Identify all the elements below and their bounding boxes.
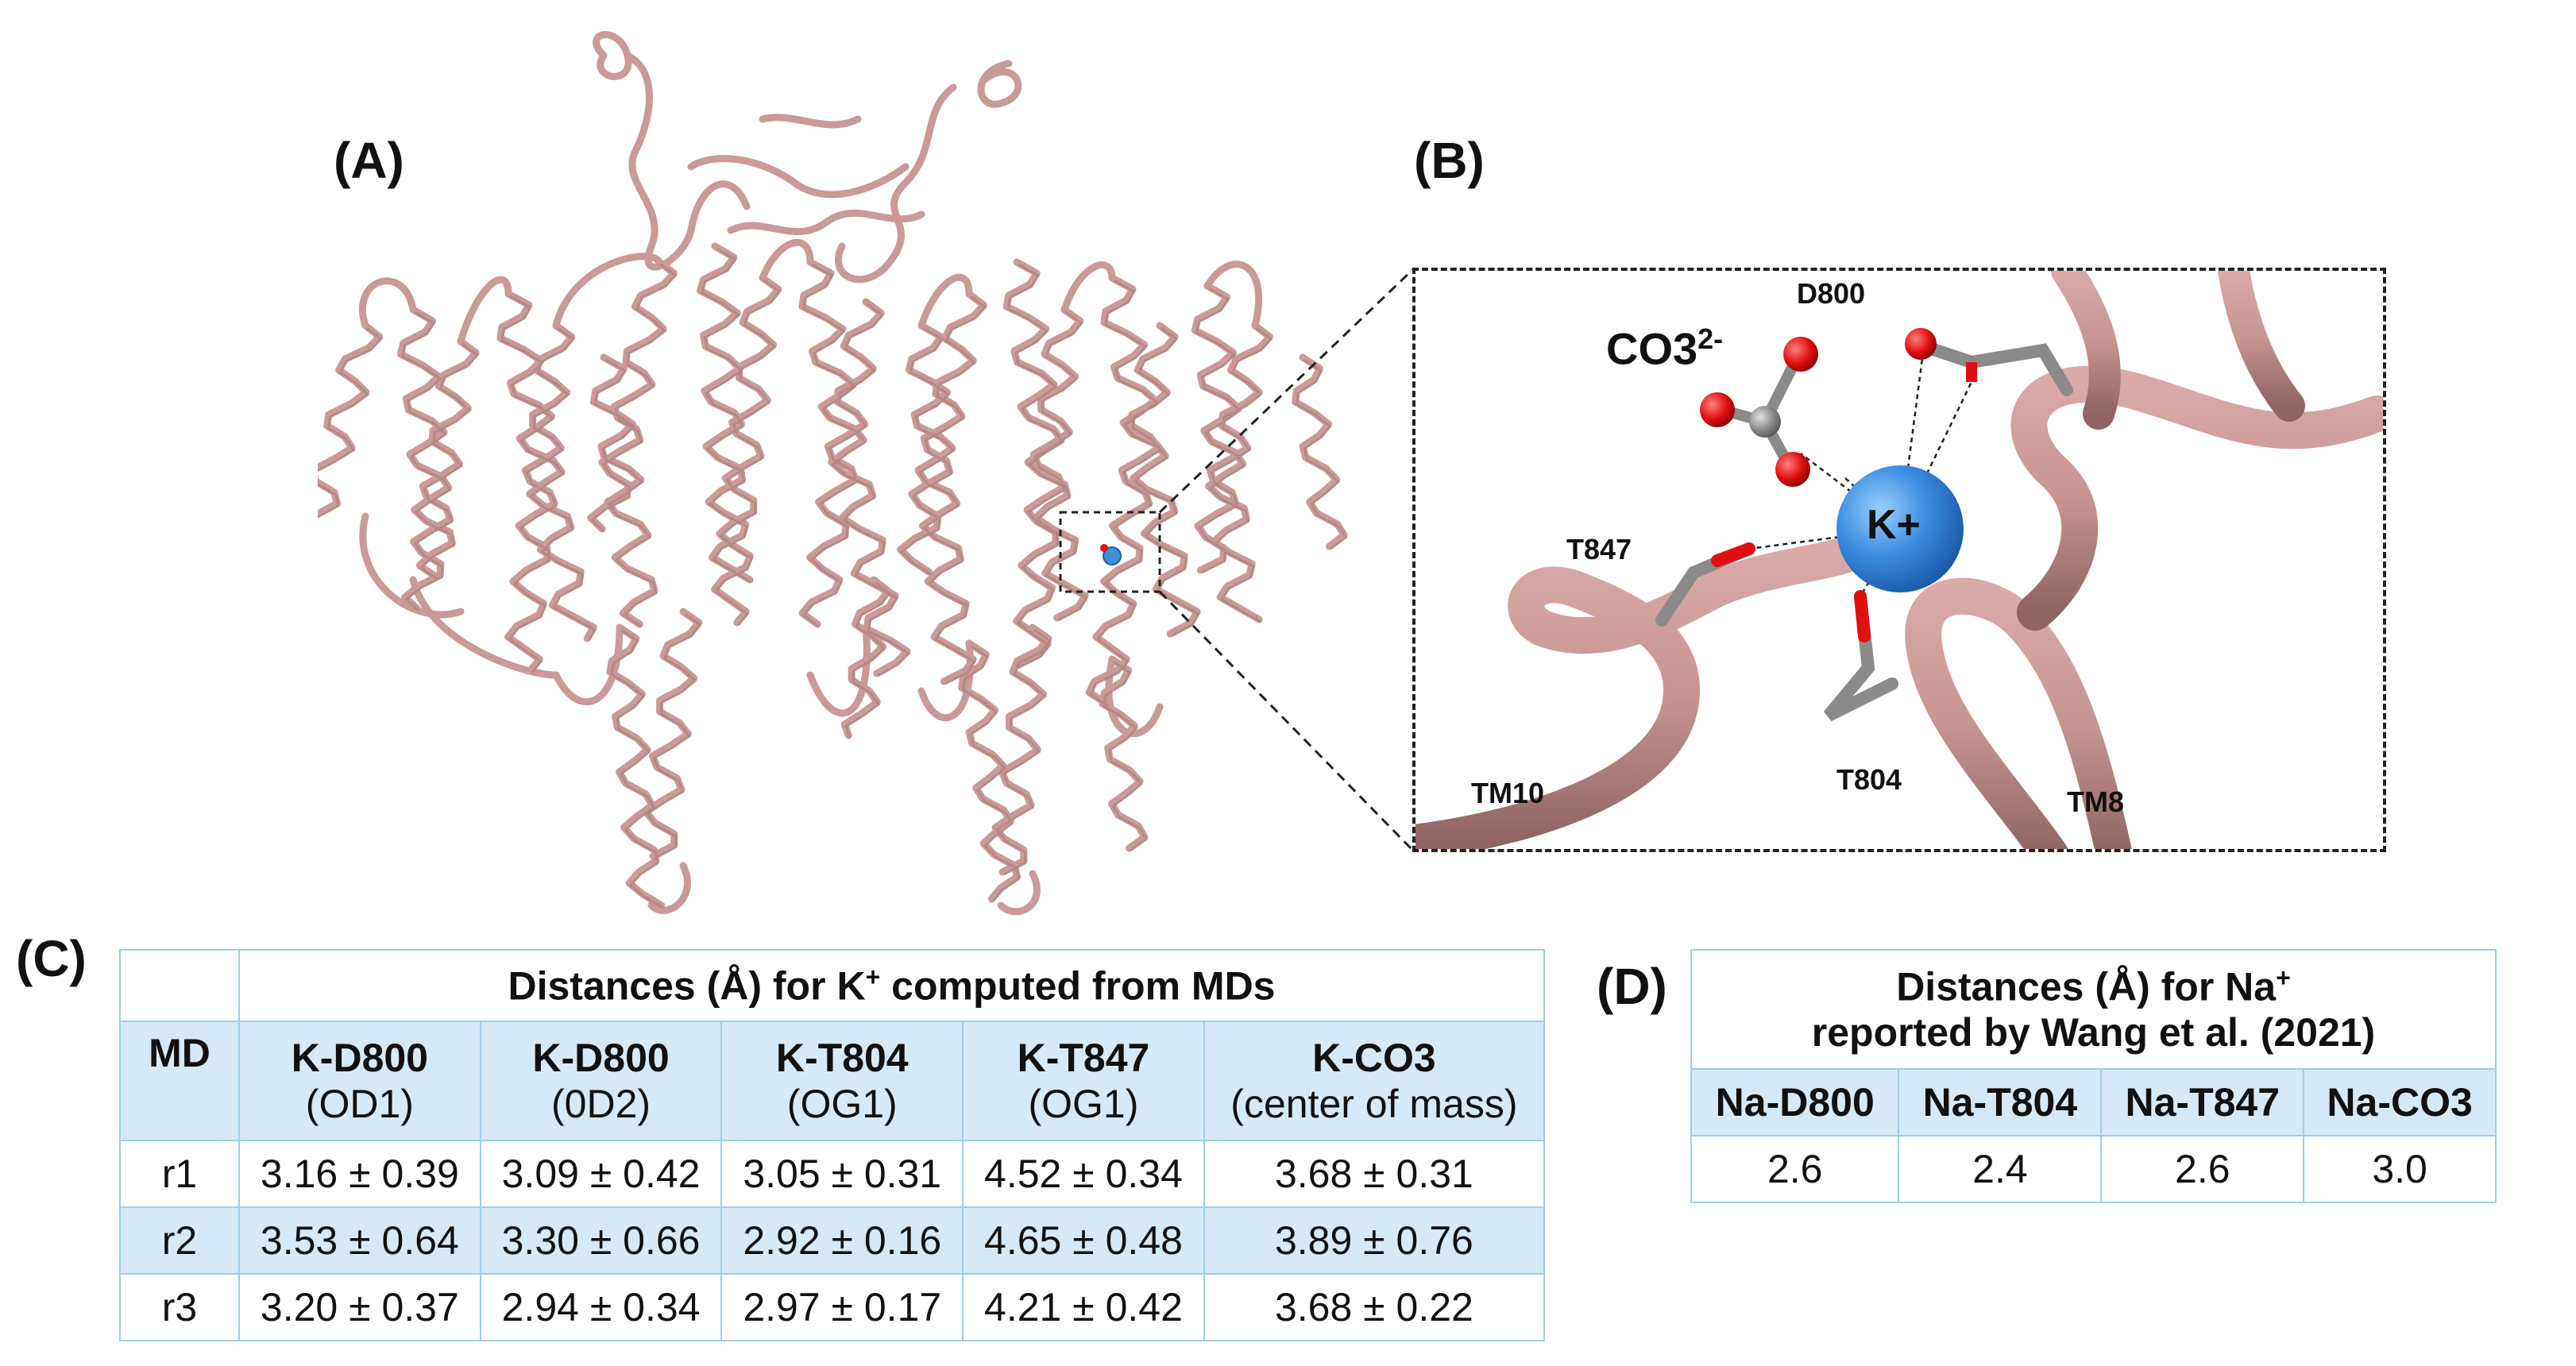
header-k-t847: K-T847(OG1) [962, 1021, 1205, 1141]
table-cell: r1 [119, 1140, 240, 1208]
table-c-header-row: MD K-D800(OD1) K-D800(0D2) K-T804(OG1) K… [119, 1021, 1546, 1141]
header-k-t804: K-T804(OG1) [720, 1021, 964, 1141]
d800-label: D800 [1797, 277, 1866, 310]
header-md: MD [119, 1021, 240, 1141]
table-cell: 2.97 ± 0.17 [720, 1273, 964, 1341]
header-k-co3: K-CO3(center of mass) [1203, 1021, 1546, 1141]
table-c-title: Distances (Å) for K+ computed from MDs [238, 949, 1545, 1022]
header-na-co3: Na-CO3 [2303, 1068, 2497, 1136]
table-cell: 3.0 [2303, 1135, 2497, 1203]
zoom-region-box [1059, 511, 1161, 593]
table-cell: 3.30 ± 0.66 [479, 1206, 723, 1275]
table-cell: 2.6 [1690, 1135, 1900, 1203]
t847-sidechain [1655, 542, 1755, 627]
header-na-t847: Na-T847 [2100, 1068, 2305, 1136]
t804-sidechain [1823, 590, 1898, 722]
k-distances-table: Distances (Å) for K+ computed from MDs M… [119, 949, 1546, 1341]
header-na-d800: Na-D800 [1690, 1068, 1900, 1136]
table-cell: 2.6 [2100, 1135, 2305, 1203]
table-cell: 2.4 [1898, 1135, 2103, 1203]
d800-sidechain [1905, 328, 2073, 396]
table-d-header-row: Na-D800 Na-T804 Na-T847 Na-CO3 [1690, 1068, 2497, 1136]
table-cell: r2 [119, 1206, 240, 1275]
protein-ribbon-structure [318, 31, 1348, 916]
table-cell: 2.92 ± 0.16 [720, 1206, 964, 1275]
table-cell: 3.89 ± 0.76 [1203, 1206, 1546, 1275]
na-distances-table: Distances (Å) for Na+ reported by Wang e… [1690, 949, 2497, 1203]
table-cell: 4.65 ± 0.48 [962, 1206, 1205, 1275]
header-na-t804: Na-T804 [1898, 1068, 2103, 1136]
panel-label-b: (B) [1414, 132, 1485, 189]
table-cell: 2.94 ± 0.34 [479, 1273, 723, 1341]
panel-label-a: (A) [334, 132, 404, 189]
header-k-d800-od2: K-D800(0D2) [479, 1021, 723, 1141]
table-cell: r3 [119, 1273, 240, 1341]
tm10-label: TM10 [1471, 777, 1545, 809]
table-cell: 3.53 ± 0.64 [238, 1206, 481, 1275]
table-row: r2 3.53 ± 0.64 3.30 ± 0.66 2.92 ± 0.16 4… [119, 1206, 1546, 1275]
table-corner-cell [119, 949, 240, 1022]
tm10-helix-ribbon [1415, 531, 1879, 849]
panel-label-c: (C) [16, 930, 87, 987]
table-row: r3 3.20 ± 0.37 2.94 ± 0.34 2.97 ± 0.17 4… [119, 1273, 1546, 1341]
table-cell: 3.16 ± 0.39 [238, 1140, 481, 1208]
binding-site-zoom-panel: CO32- K+ D800 T847 T804 TM10 TM8 [1412, 268, 2386, 852]
table-row: 2.6 2.4 2.6 3.0 [1690, 1135, 2497, 1203]
table-cell: 4.52 ± 0.34 [962, 1140, 1205, 1208]
ion-marker [1103, 546, 1122, 565]
ion-label: K+ [1867, 502, 1921, 548]
table-cell: 3.68 ± 0.31 [1203, 1140, 1546, 1208]
co3-label: CO32- [1606, 322, 1724, 374]
table-row: r1 3.16 ± 0.39 3.09 ± 0.42 3.05 ± 0.31 4… [119, 1140, 1546, 1208]
carbonate-molecule [1700, 337, 1818, 487]
t847-label: T847 [1566, 533, 1632, 565]
potassium-ion [1836, 465, 1964, 592]
table-cell: 3.05 ± 0.31 [720, 1140, 964, 1208]
table-cell: 3.09 ± 0.42 [479, 1140, 723, 1208]
panel-label-d: (D) [1597, 958, 1667, 1015]
table-cell: 3.68 ± 0.22 [1203, 1273, 1546, 1341]
table-d-title: Distances (Å) for Na+ reported by Wang e… [1690, 949, 2497, 1070]
table-cell: 4.21 ± 0.42 [962, 1273, 1205, 1341]
t804-label: T804 [1836, 763, 1902, 796]
header-k-d800-od1: K-D800(OD1) [238, 1021, 481, 1141]
table-cell: 3.20 ± 0.37 [238, 1273, 481, 1341]
tm8-label: TM8 [2067, 785, 2124, 818]
tm8-helix-ribbon [1905, 577, 2132, 849]
